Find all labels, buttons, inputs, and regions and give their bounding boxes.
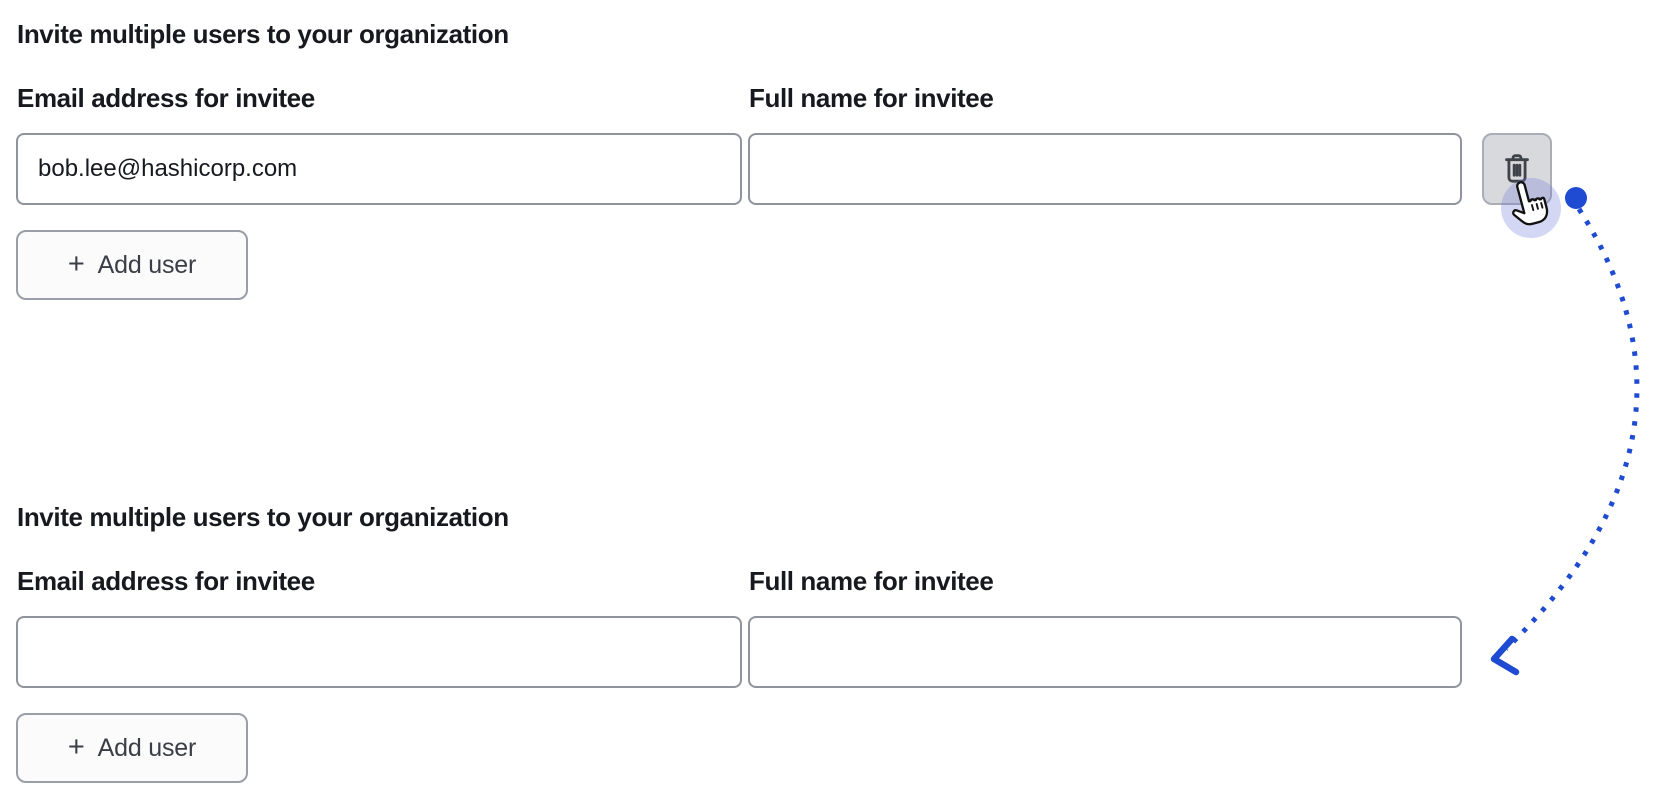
full-name-label: Full name for invitee: [749, 566, 994, 596]
form-heading: Invite multiple users to your organizati…: [17, 502, 509, 532]
trash-icon: [1500, 152, 1534, 186]
email-input[interactable]: [16, 616, 742, 688]
email-label: Email address for invitee: [17, 83, 315, 113]
add-user-button[interactable]: + Add user: [16, 230, 248, 300]
full-name-input[interactable]: [748, 616, 1462, 688]
full-name-label: Full name for invitee: [749, 83, 994, 113]
plus-icon: +: [67, 730, 85, 763]
add-user-label: Add user: [97, 733, 197, 762]
plus-icon: +: [67, 247, 85, 280]
form-heading: Invite multiple users to your organizati…: [17, 19, 509, 49]
add-user-button[interactable]: + Add user: [16, 713, 248, 783]
add-user-label: Add user: [97, 250, 197, 279]
invite-form-before: Invite multiple users to your organizati…: [16, 19, 1672, 309]
email-input[interactable]: [16, 133, 742, 205]
invite-form-after: Invite multiple users to your organizati…: [16, 502, 1672, 792]
email-label: Email address for invitee: [17, 566, 315, 596]
delete-user-row-button[interactable]: [1482, 133, 1552, 205]
full-name-input[interactable]: [748, 133, 1462, 205]
